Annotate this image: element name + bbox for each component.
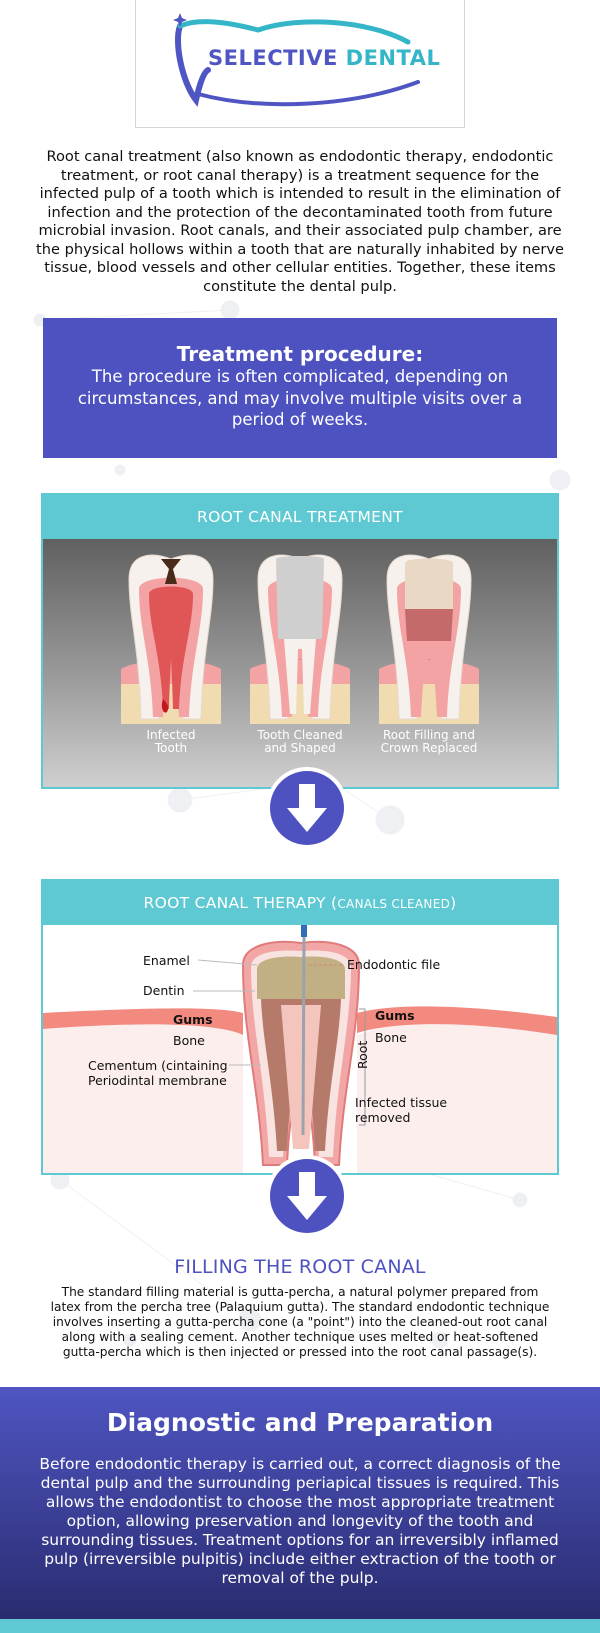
tooth-logo-icon	[173, 13, 420, 107]
intro-paragraph: Root canal treatment (also known as endo…	[36, 148, 564, 295]
therapy-card: ROOT CANAL THERAPY (CANALS CLEANED)	[41, 879, 559, 1175]
logo-word-selective: SELECTIVE	[208, 46, 338, 70]
arrow-down-icon	[266, 767, 348, 849]
procedure-title: Treatment procedure:	[176, 342, 424, 366]
label-gums-right: Gums	[375, 1008, 415, 1023]
tooth-anatomy-diagram	[43, 925, 557, 1173]
logo-text: SELECTIVE DENTAL	[208, 46, 440, 70]
footer-bar	[0, 1619, 600, 1633]
label-cementum: Cementum (cintaining Periodintal membran…	[88, 1058, 228, 1088]
stage-label: Tooth Cleaned and Shaped	[257, 728, 343, 755]
label-bone-right: Bone	[375, 1030, 407, 1045]
logo[interactable]: SELECTIVE DENTAL	[135, 0, 465, 128]
logo-word-dental: DENTAL	[345, 46, 441, 70]
treatment-card-header: ROOT CANAL TREATMENT	[43, 495, 557, 539]
diagnostic-title: Diagnostic and Preparation	[106, 1408, 494, 1437]
procedure-box: Treatment procedure: The procedure is of…	[43, 318, 557, 458]
label-enamel: Enamel	[143, 953, 190, 968]
diagnostic-section: Diagnostic and Preparation Before endodo…	[0, 1387, 600, 1619]
label-gums-left: Gums	[173, 1012, 213, 1027]
label-bone-left: Bone	[173, 1033, 205, 1048]
tooth-cross-section: Enamel Dentin Gums Bone Cementum (cintai…	[43, 925, 557, 1173]
label-endodontic-file: Endodontic file	[347, 957, 441, 972]
stage-label: Root Filling and Crown Replaced	[380, 728, 478, 755]
treatment-stages: Infected Tooth Tooth Cleaned and Shaped	[43, 539, 557, 787]
label-dentin: Dentin	[143, 983, 185, 998]
filled-tooth-icon	[379, 554, 479, 724]
therapy-card-header: ROOT CANAL THERAPY (CANALS CLEANED)	[43, 881, 557, 925]
stage-label: Infected Tooth	[146, 728, 196, 755]
procedure-text: The procedure is often complicated, depe…	[77, 367, 523, 429]
label-root: Root	[355, 1040, 370, 1069]
infected-tooth-icon	[121, 554, 221, 724]
treatment-card: ROOT CANAL TREATMENT Infected Tooth Toot…	[41, 493, 559, 789]
label-infected-tissue: Infected tissue removed	[355, 1095, 448, 1125]
cleaned-tooth-icon	[250, 554, 350, 724]
arrow-down-icon	[266, 1155, 348, 1237]
filling-title: FILLING THE ROOT CANAL	[174, 1256, 426, 1278]
filling-paragraph: The standard filling material is gutta-p…	[50, 1285, 550, 1359]
diagnostic-paragraph: Before endodontic therapy is carried out…	[39, 1455, 561, 1587]
